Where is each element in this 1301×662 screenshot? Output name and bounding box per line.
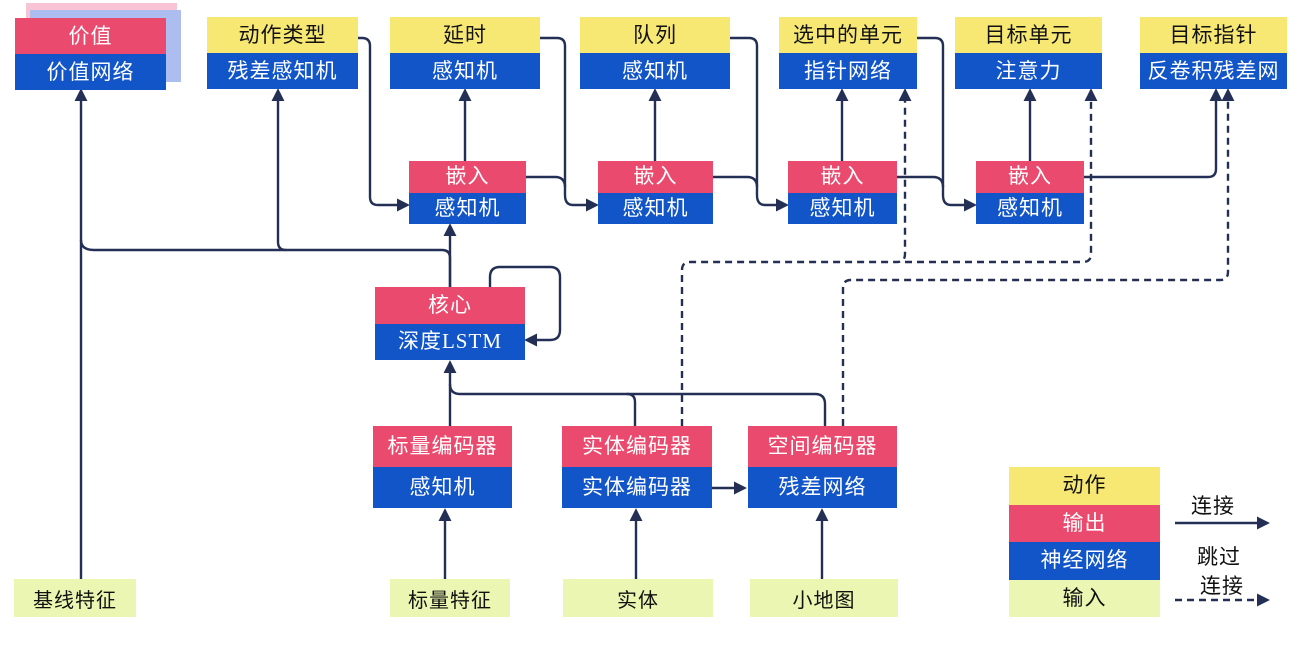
edge-encoders-horizontal xyxy=(448,383,827,426)
node-embed-3-bottom: 感知机 xyxy=(788,192,897,224)
node-value-bottom: 价值网络 xyxy=(15,54,166,90)
legend-neural-network: 神经网络 xyxy=(1009,542,1160,580)
node-queue: 队列 感知机 xyxy=(580,17,730,89)
edge-embed4-to-target-pointer xyxy=(1084,88,1223,179)
skip-to-target-unit xyxy=(905,88,1098,264)
legend-action: 动作 xyxy=(1009,467,1160,505)
node-baseline-features: 基线特征 xyxy=(14,579,136,617)
node-target-unit: 目标单元 注意力 xyxy=(955,17,1102,89)
node-embed-2: 嵌入 感知机 xyxy=(598,161,713,224)
node-queue-bottom: 感知机 xyxy=(580,53,730,89)
node-embed-2-top: 嵌入 xyxy=(598,161,713,193)
node-entity-encoder-bottom: 实体编码器 xyxy=(562,467,712,508)
skip-entity-to-selected-units xyxy=(680,88,912,426)
node-embed-4-bottom: 感知机 xyxy=(976,192,1084,224)
node-delay-bottom: 感知机 xyxy=(390,53,540,89)
node-target-pointer: 目标指针 反卷积残差网 xyxy=(1140,17,1287,89)
node-action-type-top: 动作类型 xyxy=(207,17,358,53)
node-scalar-encoder-top: 标量编码器 xyxy=(373,426,512,467)
edge-embed2-merge xyxy=(713,175,759,188)
node-action-type: 动作类型 残差感知机 xyxy=(207,17,358,89)
node-spatial-encoder-top: 空间编码器 xyxy=(748,426,897,467)
legend-output: 输出 xyxy=(1009,504,1160,542)
node-scalar-encoder: 标量编码器 感知机 xyxy=(373,426,512,508)
legend-input: 输入 xyxy=(1009,579,1160,617)
node-queue-top: 队列 xyxy=(580,17,730,53)
edge-delay-to-embed2 xyxy=(540,36,599,212)
node-core-top: 核心 xyxy=(375,287,525,324)
node-core: 核心 深度LSTM xyxy=(375,287,525,360)
legend-key: 动作 输出 神经网络 输入 xyxy=(1009,467,1160,617)
node-selected-units: 选中的单元 指针网络 xyxy=(779,17,917,89)
node-embed-3-top: 嵌入 xyxy=(788,161,897,193)
node-entities: 实体 xyxy=(563,579,713,617)
edge-embed3-merge xyxy=(897,175,945,188)
node-selected-units-top: 选中的单元 xyxy=(779,17,917,53)
skip-spatial-to-target-pointer xyxy=(841,88,1235,426)
edge-embed1-merge xyxy=(526,175,567,188)
node-target-unit-bottom: 注意力 xyxy=(955,53,1102,89)
node-minimap: 小地图 xyxy=(750,579,898,617)
node-selected-units-bottom: 指针网络 xyxy=(779,53,917,89)
edge-entity-encoder-branch xyxy=(626,392,637,426)
node-spatial-encoder-bottom: 残差网络 xyxy=(748,467,897,508)
node-scalar-features: 标量特征 xyxy=(390,579,510,617)
node-target-unit-top: 目标单元 xyxy=(955,17,1102,53)
node-embed-1: 嵌入 感知机 xyxy=(409,161,526,224)
node-action-type-bottom: 残差感知机 xyxy=(207,53,358,89)
node-embed-4-top: 嵌入 xyxy=(976,161,1084,193)
edge-selected-units-to-embed4 xyxy=(917,36,977,212)
node-embed-3: 嵌入 感知机 xyxy=(788,161,897,224)
node-entity-encoder: 实体编码器 实体编码器 xyxy=(562,426,712,508)
edge-lstm-recurrent-loop xyxy=(488,265,562,347)
legend-connection-label: 连接 xyxy=(1191,494,1235,518)
node-target-pointer-top: 目标指针 xyxy=(1140,17,1287,53)
node-embed-2-bottom: 感知机 xyxy=(598,192,713,224)
node-embed-4: 嵌入 感知机 xyxy=(976,161,1084,224)
edge-core-to-action-type xyxy=(271,88,287,252)
node-delay-top: 延时 xyxy=(390,17,540,53)
edge-core-branch-left xyxy=(79,239,452,287)
legend-skip-label-line1: 跳过 xyxy=(1197,545,1241,569)
node-delay: 延时 感知机 xyxy=(390,17,540,89)
node-entity-encoder-top: 实体编码器 xyxy=(562,426,712,467)
node-value: 价值 价值网络 xyxy=(15,18,166,90)
edge-action-type-to-embed1 xyxy=(358,36,410,212)
node-target-pointer-bottom: 反卷积残差网 xyxy=(1140,53,1287,89)
node-value-top: 价值 xyxy=(15,18,166,54)
node-embed-1-bottom: 感知机 xyxy=(409,192,526,224)
node-scalar-encoder-bottom: 感知机 xyxy=(373,467,512,508)
edge-queue-to-embed3 xyxy=(730,36,789,212)
node-embed-1-top: 嵌入 xyxy=(409,161,526,193)
node-spatial-encoder: 空间编码器 残差网络 xyxy=(748,426,897,508)
legend-skip-label-line2: 连接 xyxy=(1200,574,1244,598)
node-core-bottom: 深度LSTM xyxy=(375,323,525,360)
